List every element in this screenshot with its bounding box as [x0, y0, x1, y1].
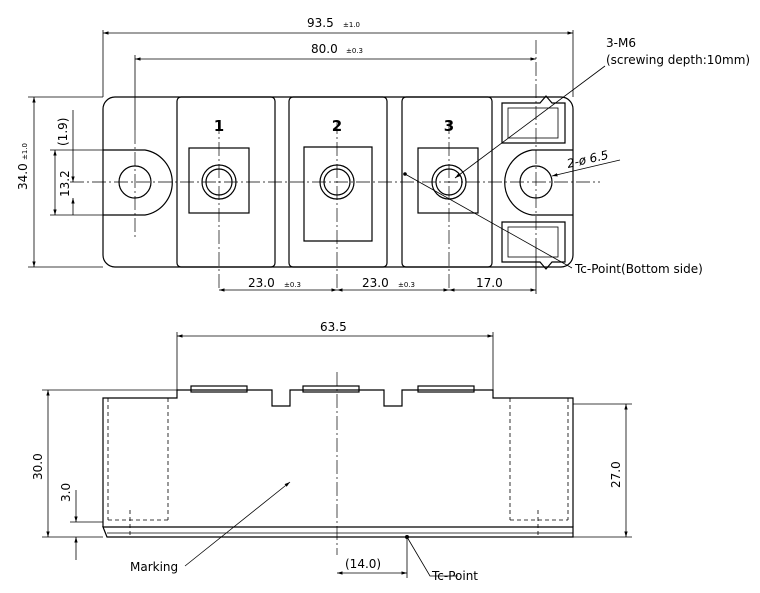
- left-mounting-ear: [103, 149, 173, 216]
- svg-text:±1.0: ±1.0: [343, 21, 360, 29]
- terminal-label-3: 3: [444, 117, 454, 135]
- dim-pitch-2-3: 23.0 ±0.3: [362, 276, 415, 290]
- right-clip-lower: [501, 221, 566, 270]
- top-view: 1 2 3 93.5 ±1.0 80.0 ±0.3 34.0 ±1.0 13.2: [16, 16, 750, 294]
- svg-text:93.5: 93.5: [307, 16, 334, 30]
- svg-text:23.0: 23.0: [248, 276, 275, 290]
- dim-inner-width: 13.2: [58, 170, 72, 197]
- screw-callout: 3-M6: [606, 36, 636, 50]
- svg-text:34.0: 34.0: [16, 163, 30, 190]
- dim-offset: (1.9): [56, 118, 70, 146]
- svg-text:±0.3: ±0.3: [398, 281, 415, 289]
- tc-point-callout-top: Tc-Point(Bottom side): [574, 262, 703, 276]
- dim-height-total: 30.0: [31, 453, 45, 480]
- module-body-side: [102, 389, 574, 527]
- dim-base-thickness: 3.0: [59, 483, 73, 502]
- screw-depth-callout: (screwing depth:10mm): [606, 53, 750, 67]
- marking-callout: Marking: [130, 560, 178, 574]
- dim-pitch-1-2: 23.0 ±0.3: [248, 276, 301, 290]
- dim-top-width: 63.5: [320, 320, 347, 334]
- svg-text:±0.3: ±0.3: [346, 47, 363, 55]
- tc-point-callout-side: Tc-Point: [431, 569, 478, 583]
- svg-text:±0.3: ±0.3: [284, 281, 301, 289]
- svg-text:23.0: 23.0: [362, 276, 389, 290]
- right-mounting-ear: [504, 149, 573, 216]
- terminal-screw-3: [417, 147, 479, 214]
- dim-edge-pitch: 17.0: [476, 276, 503, 290]
- right-clip-upper: [501, 95, 566, 144]
- dim-width: 34.0 ±1.0: [16, 143, 30, 190]
- baseplate: [102, 526, 574, 538]
- terminal-label-1: 1: [214, 117, 224, 135]
- terminal-label-2: 2: [332, 117, 342, 135]
- dim-tc-offset: (14.0): [345, 557, 381, 571]
- dim-height-body: 27.0: [609, 461, 623, 488]
- svg-text:80.0: 80.0: [311, 42, 338, 56]
- terminal-screw-2: [303, 146, 373, 242]
- side-view: 63.5 30.0 3.0 27.0 (14.0) Marking Tc-Poi…: [31, 320, 632, 583]
- svg-text:±1.0: ±1.0: [21, 143, 29, 160]
- dim-mount-pitch: 80.0 ±0.3: [311, 42, 363, 56]
- dim-overall-length: 93.5 ±1.0: [307, 16, 360, 30]
